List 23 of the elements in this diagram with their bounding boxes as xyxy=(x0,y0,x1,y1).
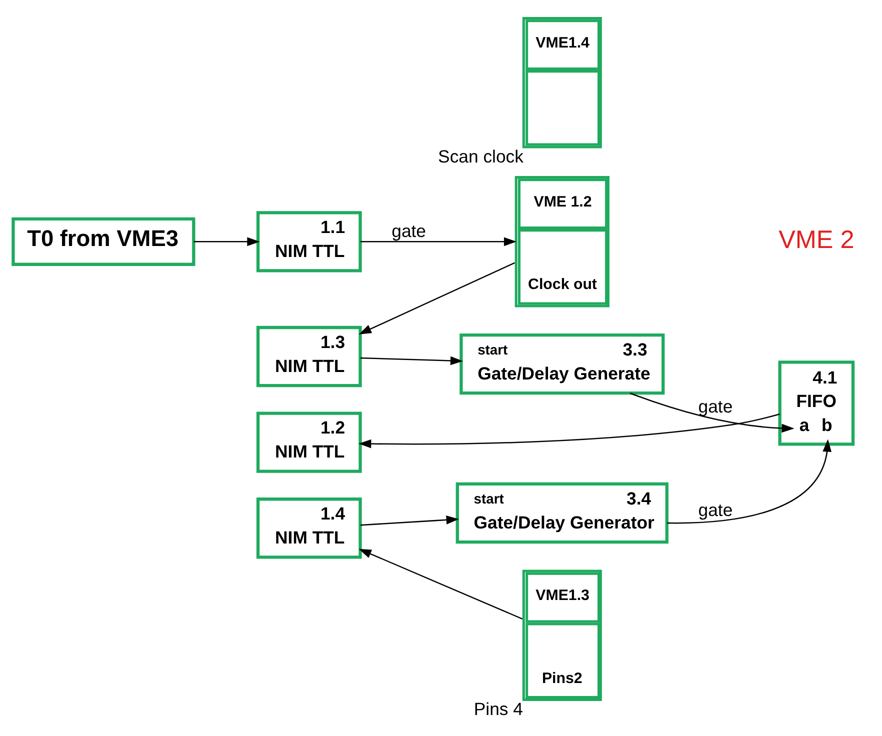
arrow xyxy=(194,236,260,246)
arrow xyxy=(358,548,523,619)
node-box: start 3.4 Gate/Delay Generator xyxy=(456,482,668,544)
arrow xyxy=(360,515,459,526)
node-box: 1.3 NIM TTL xyxy=(256,325,362,387)
node-box: 1.2 NIM TTL xyxy=(256,411,362,472)
edge-label: gate xyxy=(698,499,733,520)
node-box: T0 from VME3 xyxy=(12,216,196,266)
label: VME 2 xyxy=(778,225,854,254)
node-box: 1.1 NIM TTL xyxy=(256,210,362,272)
arrow xyxy=(360,236,517,246)
node-label: Scan clock xyxy=(438,146,524,166)
node-box: start 3.3 Gate/Delay Generate xyxy=(460,332,665,394)
edge-label: gate xyxy=(698,396,733,416)
arrow xyxy=(667,438,832,524)
arrow xyxy=(630,392,794,432)
arrow xyxy=(358,413,780,448)
edge-label: gate xyxy=(392,220,426,240)
arrow xyxy=(360,356,464,365)
node-box: 1.4 NIM TTL xyxy=(256,497,362,558)
node-box: 4.1 FIFO a b xyxy=(778,360,855,446)
arrow xyxy=(358,262,515,334)
node-label: Pins 4 xyxy=(474,698,523,719)
